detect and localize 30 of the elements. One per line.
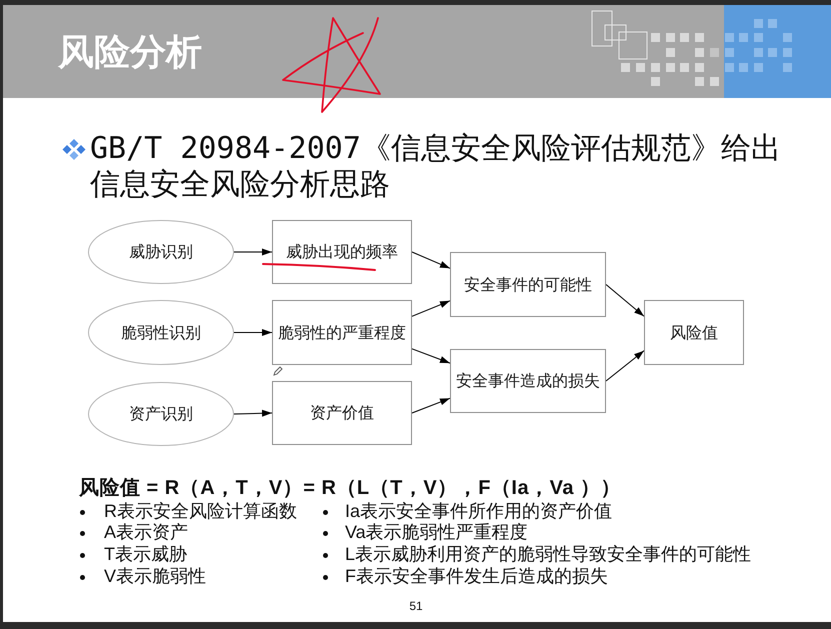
formula-text: 风险值 = R（A，T，V）= R（L（T，V），F（Ia，Va ））: [79, 476, 622, 500]
oval-node: 资产识别: [88, 382, 234, 446]
bullet-text: L表示威胁利用资产的脆弱性导致安全事件的可能性: [345, 544, 752, 565]
bullet-text: Ia表示安全事件所作用的资产价值: [345, 501, 612, 522]
arrow: [606, 350, 644, 382]
arrow: [412, 348, 450, 364]
arrow: [412, 252, 450, 269]
oval-node: 脆弱性识别: [88, 300, 234, 365]
bullet-text: F表示安全事件发生后造成的损失: [345, 566, 608, 587]
page-number: 51: [408, 598, 424, 614]
bullet-text: T表示威胁: [104, 544, 187, 565]
process-box: 风险值: [644, 300, 744, 365]
arrow: [412, 300, 450, 317]
arrow: [412, 398, 450, 414]
arrow: [234, 329, 272, 336]
process-box: 安全事件的可能性: [450, 252, 606, 317]
arrow: [606, 284, 644, 317]
process-box: 资产价值: [272, 381, 412, 445]
bullet-text: Va表示脆弱性严重程度: [345, 522, 528, 543]
process-box: 安全事件造成的损失: [450, 349, 606, 413]
bullet-text: A表示资产: [104, 522, 188, 543]
arrow: [234, 410, 272, 417]
heading-text: GB/T 20984-2007《信息安全风险评估规范》给出信息安全风险分析思路: [90, 131, 782, 203]
arrow: [234, 248, 272, 256]
bullet-text: V表示脆弱性: [104, 566, 206, 587]
process-box: 脆弱性的严重程度: [272, 300, 412, 365]
oval-node: 威胁识别: [88, 220, 234, 284]
process-box: 威胁出现的频率: [272, 220, 412, 284]
bullet-text: R表示安全风险计算函数: [104, 501, 297, 522]
slide-title: 风险分析: [58, 32, 202, 72]
